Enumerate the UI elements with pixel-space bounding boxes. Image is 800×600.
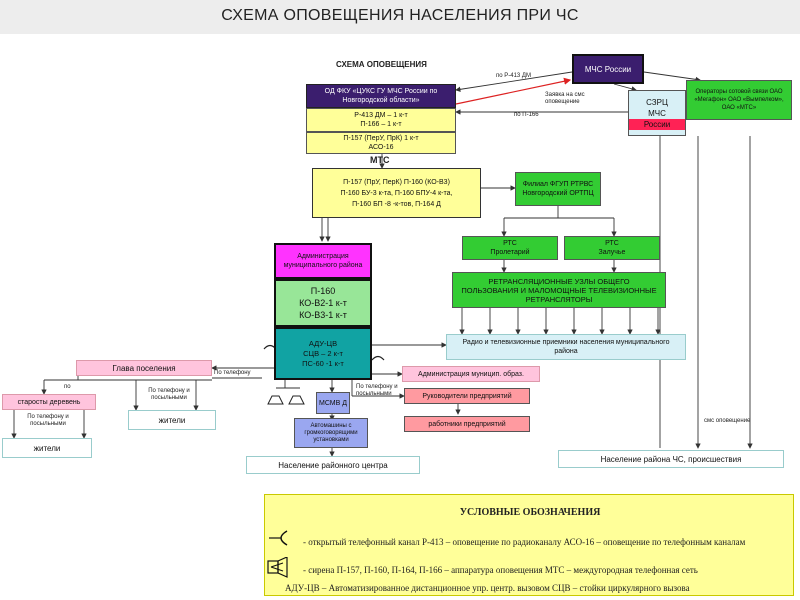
naselenie-centra-label: Население районного центра (278, 460, 388, 470)
szrc-box: СЗРЦ МЧС России (628, 90, 686, 136)
label-sms: смс оповещение (704, 418, 751, 424)
od-equipment-2: П-157 (ПерУ, ПрК) 1 к-т АСО-16 (306, 132, 456, 154)
admin-munic-box: Администрация муницип. образ. (402, 366, 540, 382)
filial-box: Филиал ФГУП РТРВС Новгородский ОРТПЦ (515, 172, 601, 206)
mcmvd-label: МСМВ Д (319, 399, 347, 407)
phone-channel-icon (269, 530, 288, 546)
rts-proletariy-box: РТС Пролетарий (462, 236, 558, 260)
rts1-line2: Пролетарий (490, 249, 530, 256)
label-zayavka: Заявка на смс оповещение (545, 92, 585, 105)
rts1-line1: РТС (503, 240, 517, 247)
p160-line2: КО-В2-1 к-т (299, 298, 347, 308)
zhiteli-box-1: жители (128, 410, 216, 430)
rabotniki-label: работники предприятий (428, 420, 506, 428)
od-equipment-1: Р-413 ДМ – 1 к-т П-166 – 1 к-т (306, 108, 456, 132)
szrc-line1: СЗРЦ (646, 97, 668, 107)
starosty-box: старосты деревень (2, 394, 96, 410)
od-fku-label: ОД ФКУ «ЦУКС ГУ МЧС России по Новгородск… (324, 88, 438, 104)
phone-channel-icon (371, 355, 385, 361)
naselenie-chs-box: Население района ЧС, происшествия (558, 450, 784, 468)
rukovoditeli-box: Руководители предприятий (404, 388, 530, 404)
equip-line1: П-157 (ПрУ, ПерК) П-160 (КО-В3) (343, 178, 450, 186)
legend-row-1: - открытый телефонный канал Р-413 – опов… (303, 537, 746, 547)
radio-tv-box: Радио и телевизионные приемники населени… (446, 334, 686, 360)
od-row2b: АСО-16 (368, 144, 394, 151)
line-mchs-od (455, 71, 573, 92)
adu-line3: ПС-60 -1 к-т (302, 358, 344, 368)
rabotniki-box: работники предприятий (404, 416, 530, 432)
glava-label: Глава поселения (112, 363, 176, 373)
label-p166: по П-166 (514, 112, 539, 118)
od-row1b: П-166 – 1 к-т (360, 121, 402, 128)
label-po-tel-posyl-2: По телефону и посыльными (27, 414, 69, 427)
mcmvd-box: МСМВ Д (316, 392, 350, 414)
siren-icon (267, 395, 305, 405)
rukovoditeli-label: Руководители предприятий (422, 392, 512, 400)
operators-label: Операторы сотовой связи ОАО «Мегафон» ОА… (694, 89, 784, 111)
rts2-line2: Залучье (598, 249, 626, 256)
label-po-telefonu: По телефону (214, 370, 251, 376)
zhiteli-label-2: жители (33, 443, 61, 453)
rts-zaluchye-box: РТС Залучье (564, 236, 660, 260)
label-po: по (64, 384, 71, 390)
rts2-line1: РТС (605, 240, 619, 247)
avtomashiny-box: Автомашины с громкоговорящими установкам… (294, 418, 368, 448)
od-fku-box: ОД ФКУ «ЦУКС ГУ МЧС России по Новгородск… (306, 84, 456, 108)
legend-row-2: - сирена П-157, П-160, П-164, П-166 – ап… (303, 565, 698, 575)
admin-rayon-label: Администрация муниципального района (283, 253, 363, 269)
zhiteli-label-1: жители (158, 415, 186, 425)
retrans-label: РЕТРАНСЛЯЦИОННЫЕ УЗЛЫ ОБЩЕГО ПОЛЬЗОВАНИЯ… (461, 276, 657, 304)
mts-text: МТС (370, 155, 390, 165)
adu-line2: СЦВ – 2 к-т (303, 348, 343, 358)
zhiteli-box-2: жители (2, 438, 92, 458)
glava-box: Глава поселения (76, 360, 212, 376)
legend-row-3: АДУ-ЦВ – Автоматизированное дистанционно… (285, 583, 690, 593)
admin-munic-label: Администрация муницип. образ. (418, 370, 524, 378)
page-title: СХЕМА ОПОВЕЩЕНИЯ НАСЕЛЕНИЯ ПРИ ЧС (221, 7, 579, 24)
starosty-label: старосты деревень (17, 398, 81, 406)
radio-tv-label: Радио и телевизионные приемники населени… (462, 339, 670, 355)
adu-line1: АДУ-ЦВ (308, 338, 338, 348)
admin-rayon-box: Администрация муниципального района (274, 243, 372, 279)
szrc-line3: России (629, 118, 685, 130)
filial-label: Филиал ФГУП РТРВС Новгородский ОРТПЦ (522, 181, 594, 197)
equip-line3: П-160 БП -8 -к-тов, П-164 Д (352, 200, 441, 208)
legend-title: УСЛОВНЫЕ ОБОЗНАЧЕНИЯ (459, 507, 601, 518)
operators-box: Операторы сотовой связи ОАО «Мегафон» ОА… (686, 80, 792, 120)
p160-line1: П-160 (310, 286, 336, 296)
label-po-tel-posyl-3: По телефону и посыльными (356, 384, 398, 397)
equip-line2: П-160 БУ-3 к-та, П-160 БПУ-4 к-та, (340, 189, 453, 197)
naselenie-chs-label: Население района ЧС, происшествия (600, 454, 742, 464)
od-row2a: П-157 (ПерУ, ПрК) 1 к-т (343, 135, 419, 142)
scheme-label: СХЕМА ОПОВЕЩЕНИЯ (336, 60, 427, 69)
legend: УСЛОВНЫЕ ОБОЗНАЧЕНИЯ - открытый телефонн… (264, 494, 794, 596)
avtomashiny-label: Автомашины с громкоговорящими установкам… (304, 422, 358, 443)
adu-cv-box: АДУ-ЦВ СЦВ – 2 к-т ПС-60 -1 к-т (274, 327, 372, 380)
retranslation-box: РЕТРАНСЛЯЦИОННЫЕ УЗЛЫ ОБЩЕГО ПОЛЬЗОВАНИЯ… (452, 272, 666, 308)
label-p413: по Р-413 ДМ (496, 73, 531, 79)
title-bar: СХЕМА ОПОВЕЩЕНИЯ НАСЕЛЕНИЯ ПРИ ЧС (0, 0, 800, 34)
p160-box: П-160 КО-В2-1 к-т КО-В3-1 к-т (274, 279, 372, 327)
od-row1a: Р-413 ДМ – 1 к-т (354, 112, 408, 119)
district-equipment-box: П-157 (ПрУ, ПерК) П-160 (КО-В3) П-160 БУ… (312, 168, 481, 218)
szrc-line2: МЧС (648, 108, 666, 118)
label-po-tel-posyl-1: По телефону и посыльными (148, 388, 190, 401)
p160-line3: КО-В3-1 к-т (299, 310, 347, 320)
mchs-russia-box: МЧС России (572, 54, 644, 84)
siren-icon (267, 557, 288, 578)
naselenie-centra-box: Население районного центра (246, 456, 420, 474)
mchs-label: МЧС России (584, 64, 632, 74)
